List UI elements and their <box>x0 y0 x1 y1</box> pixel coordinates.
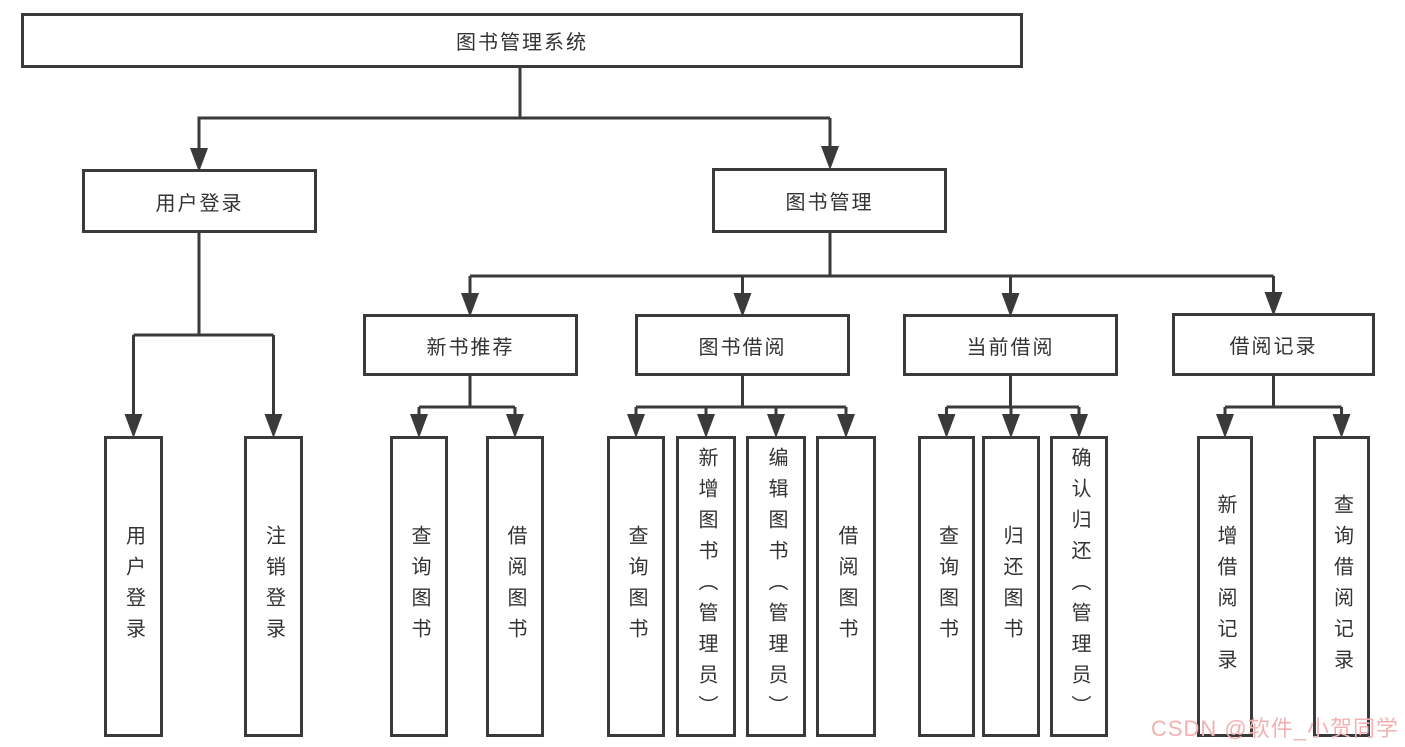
arrowheads <box>124 146 1351 438</box>
branch-book-management: 图书管理 <box>712 168 947 233</box>
leaf-query-books-current: 查询图书 <box>918 436 975 737</box>
leaf-logout: 注销登录 <box>244 436 303 737</box>
root-node-library-system: 图书管理系统 <box>21 13 1023 68</box>
leaf-add-borrow-record: 新增借阅记录 <box>1197 436 1253 737</box>
leaf-query-books-recommend: 查询图书 <box>390 436 448 737</box>
branch-user-login: 用户登录 <box>82 169 317 233</box>
leaf-user-login: 用户登录 <box>104 436 163 737</box>
node-current-borrow: 当前借阅 <box>903 314 1118 376</box>
node-new-book-recommend: 新书推荐 <box>363 314 578 376</box>
leaf-query-books-borrow: 查询图书 <box>607 436 665 737</box>
node-book-borrow: 图书借阅 <box>635 314 850 376</box>
leaf-add-book-admin: 新增图书（管理员） <box>676 436 736 737</box>
node-borrow-records: 借阅记录 <box>1172 313 1375 376</box>
leaf-return-book: 归还图书 <box>982 436 1040 737</box>
leaf-borrow-books: 借阅图书 <box>816 436 876 737</box>
leaf-confirm-return-admin: 确认归还（管理员） <box>1050 436 1108 737</box>
leaf-edit-book-admin: 编辑图书（管理员） <box>746 436 806 737</box>
csdn-watermark: CSDN @软件_小贺同学 <box>1150 716 1399 741</box>
leaf-borrow-books-recommend: 借阅图书 <box>486 436 544 737</box>
leaf-query-borrow-record: 查询借阅记录 <box>1313 436 1370 737</box>
